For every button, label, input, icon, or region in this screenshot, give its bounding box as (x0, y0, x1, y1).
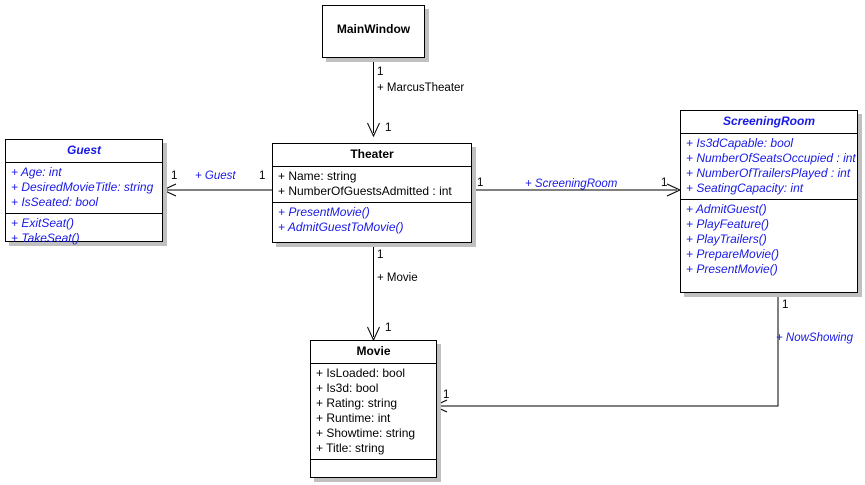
attribute-row: + NumberOfTrailersPlayed : int (686, 166, 851, 180)
attribute-row: + Is3d: bool (316, 381, 379, 395)
attribute-row: + Rating: string (316, 396, 398, 410)
multiplicity-theater-movie-target: 1 (385, 322, 392, 334)
multiplicity-theater-movie-source: 1 (377, 249, 384, 261)
class-name-movie: Movie (311, 341, 436, 364)
class-box-movie[interactable]: Movie + IsLoaded: bool + Is3d: bool + Ra… (310, 340, 437, 478)
attribute-row: + Runtime: int (316, 411, 391, 425)
attribute-row: + Title: string (316, 441, 385, 455)
attribute-row: + Name: string (278, 169, 357, 183)
class-name-screeningroom: ScreeningRoom (681, 111, 857, 134)
attribute-row: + NumberOfGuestsAdmitted : int (278, 184, 452, 198)
role-label-movie: + Movie (377, 272, 418, 284)
method-row: + PresentMovie() (278, 205, 370, 219)
multiplicity-screeningroom-movie-source: 1 (782, 299, 789, 311)
multiplicity-theater-screeningroom-source: 1 (477, 177, 484, 189)
role-label-nowshowing: + NowShowing (776, 332, 854, 344)
class-name-theater: Theater (273, 144, 471, 167)
multiplicity-mainwindow-theater-source: 1 (377, 66, 384, 78)
method-row: + PrepareMovie() (686, 247, 780, 261)
class-box-theater[interactable]: Theater + Name: string + NumberOfGuestsA… (272, 143, 472, 243)
attributes-compartment-movie: + IsLoaded: bool + Is3d: bool + Rating: … (311, 364, 436, 459)
multiplicity-screeningroom-movie-target: 1 (443, 389, 450, 401)
multiplicity-theater-screeningroom-target: 1 (661, 177, 668, 189)
attribute-row: + IsSeated: bool (11, 195, 99, 209)
attributes-compartment-theater: + Name: string + NumberOfGuestsAdmitted … (273, 167, 471, 202)
class-name-guest: Guest (6, 140, 162, 163)
attributes-compartment-guest: + Age: int + DesiredMovieTitle: string +… (6, 163, 162, 213)
class-box-screeningroom[interactable]: ScreeningRoom + Is3dCapable: bool + Numb… (680, 110, 858, 293)
methods-compartment-screeningroom: + AdmitGuest() + PlayFeature() + PlayTra… (681, 199, 857, 280)
role-label-guest: + Guest (195, 170, 236, 182)
method-row: + PresentMovie() (686, 262, 778, 276)
method-row: + TakeSeat() (11, 231, 80, 245)
multiplicity-theater-guest-target: 1 (171, 170, 178, 182)
methods-compartment-guest: + ExitSeat() + TakeSeat() (6, 213, 162, 249)
method-row: + ExitSeat() (11, 216, 75, 230)
class-box-mainwindow[interactable]: MainWindow (322, 5, 425, 58)
methods-compartment-movie (311, 459, 436, 481)
method-row: + PlayTrailers() (686, 232, 767, 246)
class-box-guest[interactable]: Guest + Age: int + DesiredMovieTitle: st… (5, 139, 163, 245)
attribute-row: + Showtime: string (316, 426, 416, 440)
method-row: + PlayFeature() (686, 217, 770, 231)
multiplicity-theater-guest-source: 1 (259, 170, 266, 182)
role-label-screeningroom: + ScreeningRoom (525, 178, 618, 190)
method-row: + AdmitGuestToMovie() (278, 220, 404, 234)
attribute-row: + Is3dCapable: bool (686, 136, 794, 150)
attribute-row: + IsLoaded: bool (316, 366, 406, 380)
role-label-marcustheater: + MarcusTheater (377, 82, 465, 94)
attribute-row: + NumberOfSeatsOccupied : int (686, 151, 856, 165)
method-row: + AdmitGuest() (686, 202, 767, 216)
attributes-compartment-screeningroom: + Is3dCapable: bool + NumberOfSeatsOccup… (681, 134, 857, 199)
multiplicity-mainwindow-theater-target: 1 (385, 122, 392, 134)
attribute-row: + SeatingCapacity: int (686, 181, 804, 195)
class-name-mainwindow: MainWindow (336, 22, 411, 36)
attribute-row: + Age: int (11, 165, 62, 179)
attribute-row: + DesiredMovieTitle: string (11, 180, 154, 194)
methods-compartment-theater: + PresentMovie() + AdmitGuestToMovie() (273, 202, 471, 238)
